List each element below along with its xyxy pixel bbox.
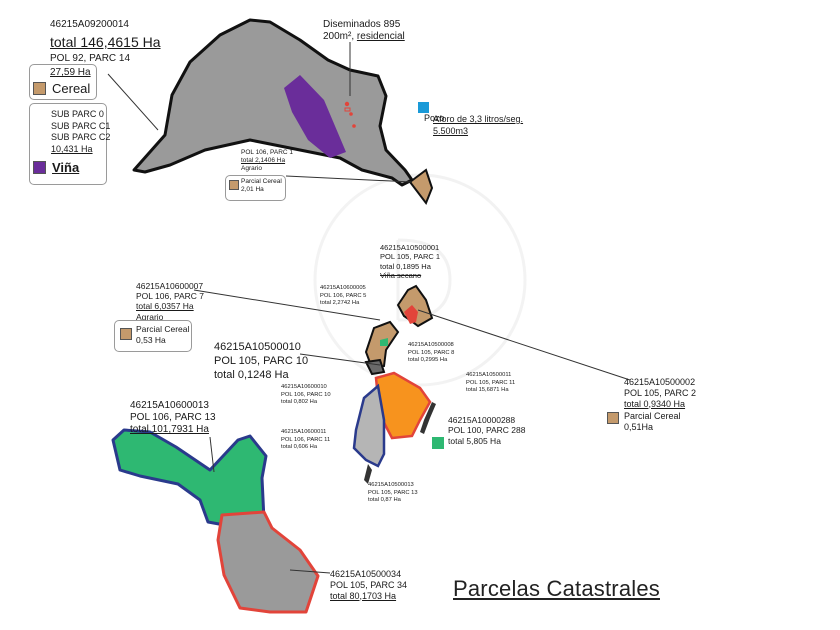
residential-marks <box>344 101 356 128</box>
parcel-46215A10500034[interactable] <box>216 510 320 614</box>
label-46215A10500002-cereal: Parcial Cereal 0,51Ha <box>624 411 681 432</box>
cereal-legend-box: 27,59 Ha Cereal <box>29 64 97 100</box>
label-46215A10000288: 46215A10000288 POL 100, PARC 288 <box>448 415 526 436</box>
north-parcel-id: 46215A09200014 <box>50 19 129 30</box>
label-46215A10500034: 46215A10500034 POL 105, PARC 34 total 80… <box>330 569 408 601</box>
label-46215A10500002: 46215A10500002 POL 105, PARC 2 total 0,9… <box>624 377 697 409</box>
green-swatch-icon <box>432 437 444 449</box>
north-parcel-total: total 146,4615 Ha <box>50 34 161 50</box>
diseminados-label: Diseminados 895 200m², residencial <box>323 19 405 42</box>
label-46215A10500013: 46215A10500013 POL 105, PARC 13 total 0,… <box>368 482 418 504</box>
label-46215A10600011: 46215A10600011 POL 106, PARC 11 total 0,… <box>281 429 331 451</box>
map-title: Parcelas Catastrales <box>453 576 660 601</box>
label-46215A10600007: 46215A10600007 POL 106, PARC 7 total 6,0… <box>136 281 205 322</box>
water-well-icon <box>418 102 429 113</box>
parcel-46215A10500013 <box>364 464 372 484</box>
parcel-pol106-parc1-cereal[interactable] <box>408 168 434 206</box>
label-46215A10000288-total: total 5,805 Ha <box>448 436 501 446</box>
pol106-parc1-label: POL 106, PARC 1 total 2,1406 Ha Agrario <box>241 149 294 173</box>
cereal-label: Cereal <box>52 81 91 96</box>
cereal-swatch-icon <box>607 412 619 424</box>
parcel-46215A10600011[interactable] <box>352 383 386 468</box>
pozo-label: Pozo <box>418 102 445 124</box>
parcel-46215A10000288 <box>420 402 436 434</box>
parcel-46215A10500008[interactable] <box>380 338 388 346</box>
cereal-swatch-icon <box>33 82 46 95</box>
vina-swatch-icon <box>33 161 46 174</box>
label-46215A10600005: 46215A10600005 POL 106, PARC 5 total 2,2… <box>320 285 367 307</box>
parcel-46215A10600013[interactable] <box>111 428 268 528</box>
vina-legend-box: SUB PARC 0 SUB PARC C1 SUB PARC C2 10,43… <box>29 103 111 185</box>
label-46215A10600007-legend-box: Parcial Cereal 0,53 Ha <box>114 320 192 352</box>
pozo-details: Aforo de 3,3 litros/seg. 5.500m3 <box>433 114 524 136</box>
vineyard-subparcel[interactable] <box>284 75 346 158</box>
label-46215A10500001: 46215A10500001 POL 105, PARC 1 total 0,1… <box>380 243 441 281</box>
label-46215A10600010: 46215A10600010 POL 106, PARC 10 total 0,… <box>281 384 331 406</box>
north-parcel-pol-parc: POL 92, PARC 14 <box>50 53 131 64</box>
north-parcel-area: 27,59 Ha <box>50 67 91 78</box>
label-46215A10500008: 46215A10500008 POL 105, PARC 8 total 0,2… <box>408 342 455 364</box>
cereal-swatch-icon <box>120 328 132 340</box>
sub-parcels-list: SUB PARC 0 SUB PARC C1 SUB PARC C2 10,43… <box>51 109 111 155</box>
parcel-46215A10500001[interactable] <box>404 305 418 324</box>
leader-lines <box>107 42 631 574</box>
label-46215A10500011: 46215A10500011 POL 105, PARC 11 total 15… <box>466 372 516 394</box>
pol106-parc1-legend-box: Parcial Cereal 2,01 Ha <box>225 175 286 201</box>
label-46215A10500010: 46215A10500010 POL 105, PARC 10 total 0,… <box>214 341 309 381</box>
vina-label: Viña <box>52 160 80 175</box>
cereal-swatch-icon <box>229 180 239 190</box>
label-46215A10600013: 46215A10600013 POL 106, PARC 13 total 10… <box>130 400 216 435</box>
